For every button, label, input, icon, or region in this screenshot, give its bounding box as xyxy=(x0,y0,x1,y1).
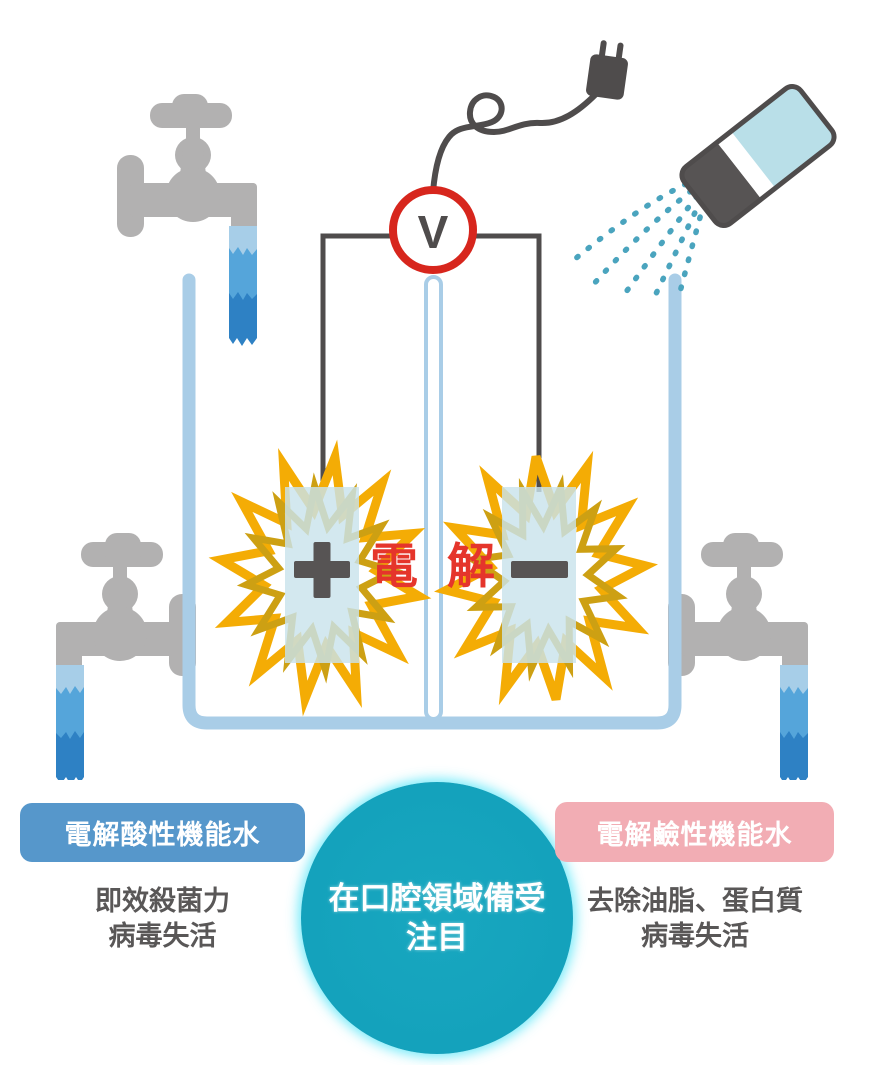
voltmeter-label: V xyxy=(418,206,449,258)
spray-bottle xyxy=(679,84,837,228)
spray-arc-3 xyxy=(618,193,700,302)
spray-arc-4 xyxy=(649,197,704,305)
plug-prong-right xyxy=(615,42,624,61)
alkaline-benefit-line2: 病毒失活 xyxy=(641,921,749,951)
electric-burst-left-inner xyxy=(236,472,404,684)
voltmeter xyxy=(389,186,477,274)
electrolysis-tank xyxy=(182,273,682,730)
bottle-stripe xyxy=(711,132,775,203)
plus-symbol-vertical xyxy=(313,542,331,598)
oral-field-highlight-circle: 在口腔領域備受 注目 xyxy=(301,782,573,1054)
bottle-cap xyxy=(681,146,758,226)
bottle-cap-edge xyxy=(705,142,762,208)
highlight-line2: 注目 xyxy=(406,920,468,955)
faucet-alkaline-outlet xyxy=(668,533,808,780)
alkaline-water-badge-label: 電解鹼性機能水 xyxy=(596,819,793,850)
bottle-outline xyxy=(679,84,837,228)
power-plug xyxy=(586,40,628,100)
faucet-acidic-outlet xyxy=(56,533,196,780)
spray-mist xyxy=(566,181,707,305)
acidic-water-badge-label: 電解酸性機能水 xyxy=(64,820,261,850)
separation-membrane xyxy=(424,275,443,721)
highlight-line1: 在口腔領域備受 xyxy=(328,881,546,916)
acidic-water-benefits: 即效殺菌力 病毒失活 xyxy=(20,884,305,954)
alkaline-water-benefits: 去除油脂、蛋白質 病毒失活 xyxy=(545,884,845,954)
spray-arc-5 xyxy=(677,200,707,295)
minus-symbol xyxy=(511,561,568,578)
acidic-benefit-line1: 即效殺菌力 xyxy=(95,886,230,916)
oral-field-highlight-text: 在口腔領域備受 注目 xyxy=(329,879,546,957)
acidic-water-badge: 電解酸性機能水 xyxy=(20,803,305,862)
circuit-wire-left xyxy=(320,233,396,492)
plug-prong-left xyxy=(599,40,607,59)
alkaline-benefit-line1: 去除油脂、蛋白質 xyxy=(587,886,803,916)
spray-arc-2 xyxy=(588,188,694,290)
power-cord xyxy=(430,91,599,195)
alkaline-water-badge: 電解鹼性機能水 xyxy=(555,802,834,862)
plug-body xyxy=(586,54,628,100)
electric-burst-left-outer xyxy=(208,439,432,717)
circuit-wire-right xyxy=(470,233,542,492)
electrolysis-label-left: 電 xyxy=(370,541,418,594)
electrolysis-label-right: 解 xyxy=(447,541,495,594)
electrolysis-diagram: 電 解 V xyxy=(56,40,837,780)
electric-burst-right-inner xyxy=(464,474,628,682)
acidic-benefit-line2: 病毒失活 xyxy=(108,921,217,951)
electric-burst-right-outer xyxy=(433,450,659,706)
spray-arc-1 xyxy=(566,181,689,267)
